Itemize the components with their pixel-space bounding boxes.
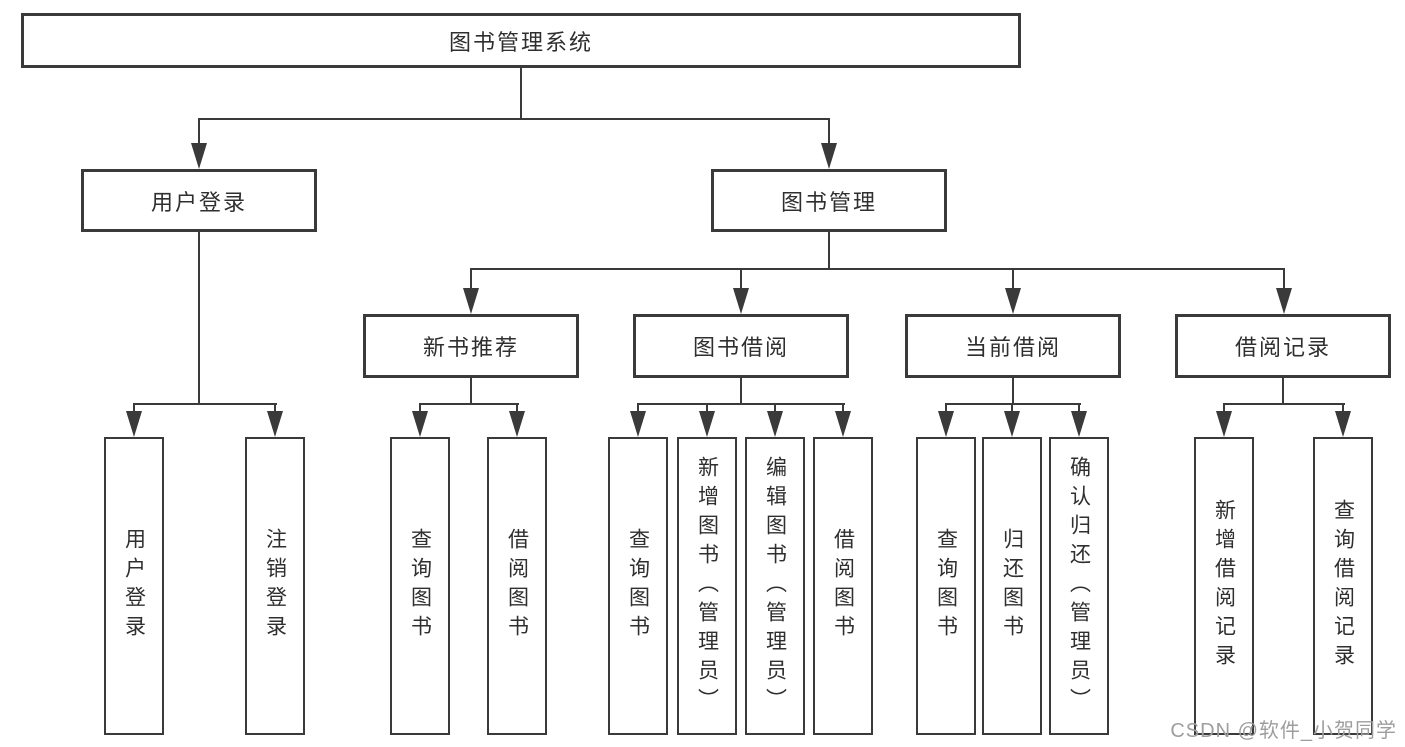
node-book-management: 图书管理 [711, 169, 947, 232]
connector-line [1282, 378, 1284, 405]
leaf-current-confirm-admin: 确认归还（管理员） [1049, 437, 1109, 735]
connector-line [470, 268, 472, 294]
connector-line [1012, 378, 1014, 405]
connector-line [470, 268, 1285, 270]
arrowhead-down-icon [699, 411, 715, 437]
connector-line [419, 403, 421, 417]
connector-line [740, 378, 742, 405]
node-book-management-label: 图书管理 [780, 189, 877, 215]
csdn-watermark: CSDN @软件_小贺同学 [1170, 720, 1397, 742]
connector-line [419, 403, 519, 405]
connector-line [1342, 403, 1344, 417]
arrowhead-down-icon [191, 143, 207, 169]
connector-line [198, 118, 200, 148]
connector-line [520, 68, 522, 118]
connector-line [516, 403, 518, 417]
leaf-label: 新增借阅记录 [1212, 499, 1236, 673]
arrowhead-down-icon [938, 411, 954, 437]
connector-line [133, 403, 277, 405]
arrowhead-down-icon [463, 288, 479, 314]
arrowhead-down-icon [821, 143, 837, 169]
connector-line [706, 403, 708, 417]
leaf-logout: 注销登录 [245, 437, 305, 735]
leaf-records-add: 新增借阅记录 [1194, 437, 1254, 735]
connector-line [198, 232, 200, 405]
arrowhead-down-icon [1276, 288, 1292, 314]
connector-line [945, 403, 1081, 405]
connector-line [1078, 403, 1080, 417]
connector-line [1011, 403, 1013, 417]
arrowhead-down-icon [733, 288, 749, 314]
arrowhead-down-icon [835, 411, 851, 437]
leaf-label: 查询借阅记录 [1331, 499, 1355, 673]
node-new-book-recommend: 新书推荐 [363, 314, 579, 378]
connector-line [740, 268, 742, 294]
node-current-borrow: 当前借阅 [905, 314, 1121, 378]
connector-line [1012, 268, 1014, 294]
leaf-newbooks-query: 查询图书 [390, 437, 450, 735]
arrowhead-down-icon [1005, 288, 1021, 314]
leaf-current-query: 查询图书 [916, 437, 976, 735]
leaf-borrow-borrow: 借阅图书 [813, 437, 873, 735]
connector-line [828, 118, 830, 148]
arrowhead-down-icon [1335, 411, 1351, 437]
connector-line [945, 403, 947, 417]
arrowhead-down-icon [767, 411, 783, 437]
leaf-label: 注销登录 [263, 528, 287, 644]
connector-line [637, 403, 639, 417]
connector-line [774, 403, 776, 417]
leaf-label: 查询图书 [626, 528, 650, 644]
connector-line [198, 118, 830, 120]
connector-line [637, 403, 845, 405]
arrowhead-down-icon [1216, 411, 1232, 437]
node-new-book-recommend-label: 新书推荐 [422, 335, 519, 360]
arrowhead-down-icon [1071, 411, 1087, 437]
leaf-borrow-query: 查询图书 [608, 437, 668, 735]
node-root-label: 图书管理系统 [448, 29, 593, 55]
node-book-borrow-label: 图书借阅 [692, 335, 789, 360]
node-root: 图书管理系统 [21, 13, 1021, 68]
arrowhead-down-icon [1004, 411, 1020, 437]
arrowhead-down-icon [630, 411, 646, 437]
leaf-records-query: 查询借阅记录 [1313, 437, 1373, 735]
leaf-user-login: 用户登录 [104, 437, 164, 735]
arrowhead-down-icon [267, 411, 283, 437]
node-book-borrow: 图书借阅 [633, 314, 849, 378]
connector-line [1223, 403, 1345, 405]
connector-line [828, 232, 830, 270]
node-borrow-records: 借阅记录 [1175, 314, 1391, 378]
leaf-borrow-add-admin: 新增图书（管理员） [677, 437, 737, 735]
node-user-login-label: 用户登录 [150, 189, 247, 215]
node-borrow-records-label: 借阅记录 [1234, 335, 1331, 360]
leaf-label: 确认归还（管理员） [1067, 455, 1091, 717]
leaf-label: 编辑图书（管理员） [763, 455, 787, 717]
leaf-borrow-edit-admin: 编辑图书（管理员） [745, 437, 805, 735]
leaf-label: 借阅图书 [831, 528, 855, 644]
leaf-current-return: 归还图书 [982, 437, 1042, 735]
leaf-label: 新增图书（管理员） [695, 455, 719, 717]
connector-line [133, 403, 135, 417]
node-user-login: 用户登录 [81, 169, 317, 232]
leaf-label: 借阅图书 [505, 528, 529, 644]
connector-line [274, 403, 276, 417]
leaf-label: 查询图书 [408, 528, 432, 644]
arrowhead-down-icon [412, 411, 428, 437]
node-current-borrow-label: 当前借阅 [964, 335, 1061, 360]
connector-line [470, 378, 472, 405]
leaf-label: 查询图书 [934, 528, 958, 644]
arrowhead-down-icon [126, 411, 142, 437]
connector-line [1283, 268, 1285, 294]
arrowhead-down-icon [509, 411, 525, 437]
leaf-label: 归还图书 [1000, 528, 1024, 644]
leaf-label: 用户登录 [122, 528, 146, 644]
connector-line [1223, 403, 1225, 417]
connector-line [842, 403, 844, 417]
leaf-newbooks-borrow: 借阅图书 [487, 437, 547, 735]
